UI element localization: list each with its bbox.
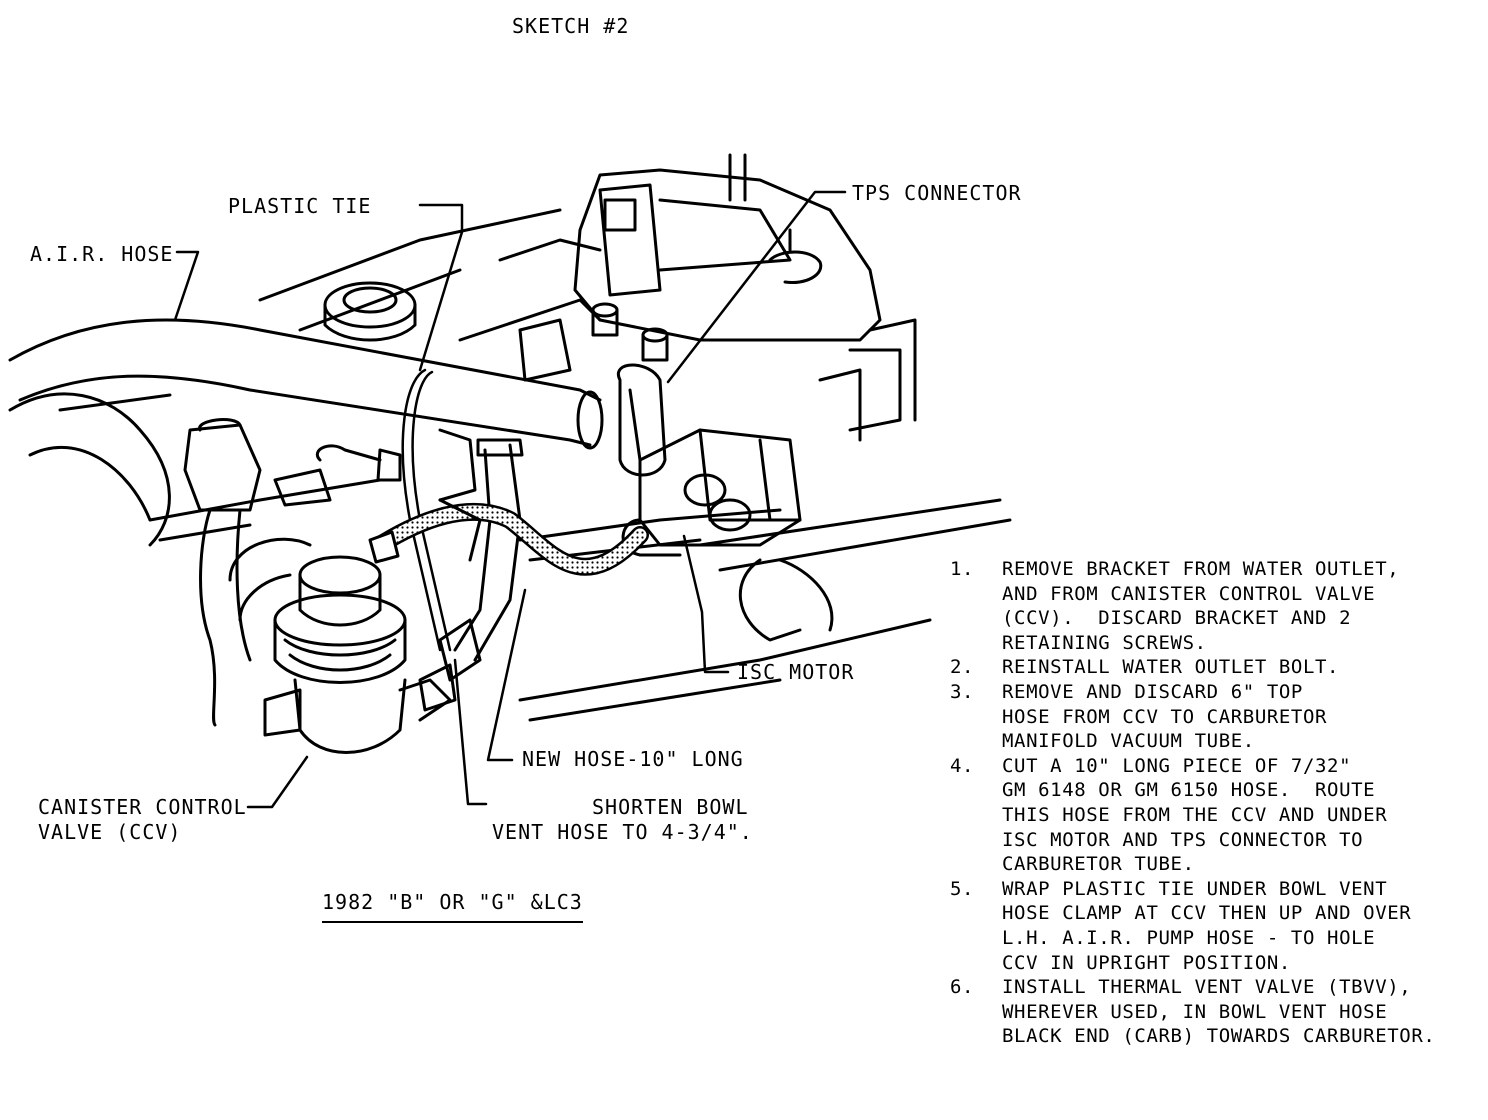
ccv-cap [298,555,382,595]
instruction-line: REMOVE AND DISCARD 6" TOP [1002,680,1303,703]
instruction-line: CUT A 10" LONG PIECE OF 7/32" [1002,754,1352,777]
label-ccv-line1: CANISTER CONTROL [38,795,247,819]
instruction-number: 5. [950,877,975,900]
leader-air-hose [173,250,200,322]
tps-loop [616,363,667,477]
instruction-line: REMOVE BRACKET FROM WATER OUTLET, [1002,558,1400,580]
ccv-body [293,678,407,754]
bowl-vent-hose [453,448,492,652]
instruction-number: 3. [950,680,975,703]
ccv-hose-bend [228,537,312,582]
instruction-number: 6. [950,976,975,999]
ccv-top-fitting [183,423,262,512]
instruction-line: ISC MOTOR AND TPS CONNECTOR TO [1002,828,1364,851]
instruction-line: REINSTALL WATER OUTLET BOLT. [1002,656,1340,679]
instruction-item: 1. REMOVE BRACKET FROM WATER OUTLET, AND… [950,557,1470,655]
instruction-line: (CCV). DISCARD BRACKET AND 2 [1002,607,1352,630]
label-ccv-line2: VALVE (CCV) [38,820,182,844]
label-bowl-vent-line1: SHORTEN BOWL [592,795,749,819]
instruction-line: INSTALL THERMAL VENT VALVE (TBVV), [1002,976,1412,999]
instruction-line: CCV IN UPRIGHT POSITION. [1002,951,1291,974]
instruction-line: RETAINING SCREWS. [1002,631,1207,654]
instruction-line: HOSE CLAMP AT CCV THEN UP AND OVER [1002,902,1412,925]
carburetor-body [573,168,882,342]
label-air-hose: A.I.R. HOSE [30,242,174,266]
leader-new-hose [486,588,527,762]
isc-motor-body [638,428,802,547]
instruction-line: AND FROM CANISTER CONTROL VALVE [1002,582,1376,605]
leader-isc [682,534,730,674]
instruction-item: 5. WRAP PLASTIC TIE UNDER BOWL VENT HOSE… [950,877,1470,975]
label-tps-connector: TPS CONNECTOR [852,181,1022,205]
leader-ccv [246,755,309,809]
instruction-line: GM 6148 OR GM 6150 HOSE. ROUTE [1002,779,1376,802]
instruction-item: 2. REINSTALL WATER OUTLET BOLT. [950,655,1470,680]
plastic-tie-strap [401,368,442,652]
instruction-line: MANIFOLD VACUUM TUBE. [1002,730,1255,753]
instruction-line: L.H. A.I.R. PUMP HOSE - TO HOLE [1002,926,1376,949]
instruction-line: WRAP PLASTIC TIE UNDER BOWL VENT [1002,877,1388,900]
instruction-line: CARBURETOR TUBE. [1002,853,1195,876]
leader-bowl-vent [453,658,488,806]
instruction-line: BLACK END (CARB) TOWARDS CARBURETOR. [1002,1025,1436,1048]
instruction-number: 2. [950,656,975,679]
instruction-item: 3. REMOVE AND DISCARD 6" TOP HOSE FROM C… [950,680,1470,754]
fender-outline [8,392,171,547]
instruction-line: WHEREVER USED, IN BOWL VENT HOSE [1002,1000,1388,1023]
leader-plastic-tie [418,203,464,372]
label-bowl-vent-line2: VENT HOSE TO 4-3/4". [492,820,753,844]
instruction-item: 6. INSTALL THERMAL VENT VALVE (TBVV), WH… [950,975,1470,1049]
air-hose [8,318,602,402]
engine-block-lines [258,208,562,302]
label-plastic-tie: PLASTIC TIE [228,194,372,218]
instruction-line: THIS HOSE FROM THE CCV AND UNDER [1002,803,1388,826]
instruction-line: HOSE FROM CCV TO CARBURETOR [1002,705,1328,728]
leader-tps [666,190,847,384]
instruction-item: 4. CUT A 10" LONG PIECE OF 7/32" GM 6148… [950,754,1470,877]
label-new-hose: NEW HOSE-10" LONG [522,747,744,771]
label-isc-motor: ISC MOTOR [737,660,855,684]
model-caption: 1982 "B" OR "G" &LC3 [322,890,583,923]
instruction-list: 1. REMOVE BRACKET FROM WATER OUTLET, AND… [950,557,1470,1049]
sketch-title: SKETCH #2 [512,14,630,38]
instruction-number: 4. [950,754,975,777]
instruction-number: 1. [950,558,975,580]
